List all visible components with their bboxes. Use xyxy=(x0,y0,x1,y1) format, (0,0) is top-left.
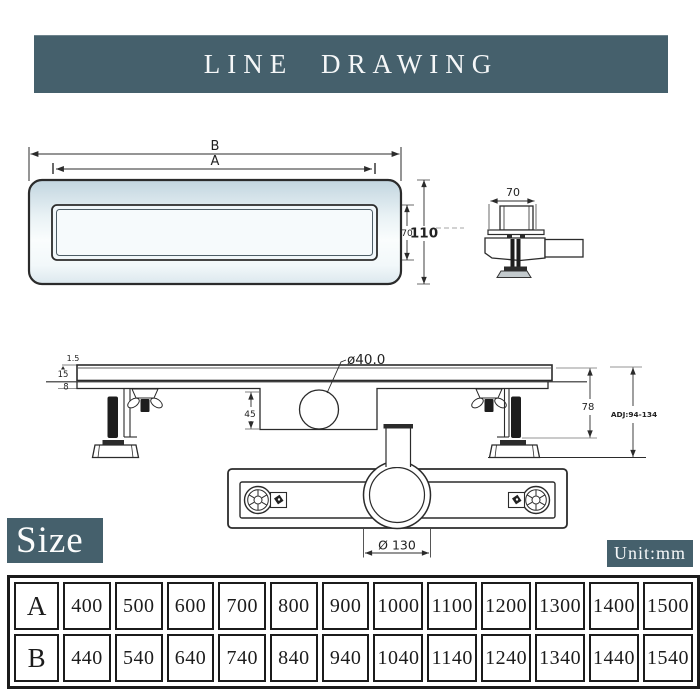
side-view-drawing: 70 xyxy=(484,186,584,278)
dim-label-8: 8 xyxy=(63,383,68,393)
dim-label-110: 110 xyxy=(410,226,438,242)
dim-label-70: 70 xyxy=(401,229,413,239)
siphon-inner xyxy=(368,466,426,524)
cell-a-4: 700 xyxy=(218,582,267,630)
cell-b-7: 1040 xyxy=(373,634,424,682)
cell-b-1: 440 xyxy=(63,634,111,682)
grate-panel xyxy=(56,209,373,256)
drain-hole xyxy=(298,389,340,430)
unit-label: Unit:mm xyxy=(613,543,686,563)
technical-drawing: B A 70 110 70 xyxy=(27,139,657,558)
page-title: LINE DRAWING xyxy=(203,48,499,79)
side-grate-block xyxy=(499,205,534,231)
side-channel-body xyxy=(484,237,546,262)
left-foot-assembly xyxy=(91,388,163,459)
cell-a-6: 900 xyxy=(321,582,370,630)
table-row-b: B 440 540 640 740 840 940 1040 1140 1240… xyxy=(14,634,693,682)
side-foot-base xyxy=(496,270,532,278)
dim-label-adj: ADJ:94-134 xyxy=(611,410,657,419)
cell-b-11: 1440 xyxy=(589,634,640,682)
dim-label-a: A xyxy=(211,154,220,169)
cell-a-10: 1300 xyxy=(535,582,586,630)
cell-a-2: 500 xyxy=(114,582,163,630)
dim-label-45: 45 xyxy=(244,410,255,420)
cell-a-11: 1400 xyxy=(589,582,640,630)
dim-label-b: B xyxy=(211,139,220,154)
header-banner: LINE DRAWING xyxy=(34,35,668,93)
right-wheel-foot xyxy=(507,485,551,515)
dim-label-78: 78 xyxy=(582,402,595,413)
cell-b-6: 940 xyxy=(321,634,370,682)
outlet-pipe xyxy=(383,424,413,467)
cell-a-1: 400 xyxy=(63,582,111,630)
cell-b-10: 1340 xyxy=(535,634,586,682)
dim-label-70-side: 70 xyxy=(506,186,520,199)
top-view-drawing: B A 70 110 xyxy=(27,139,464,286)
cell-a-3: 600 xyxy=(166,582,215,630)
row-b-header: B xyxy=(14,634,60,682)
table-row-a: A 400 500 600 700 800 900 1000 1100 1200… xyxy=(14,582,693,630)
left-wheel-foot xyxy=(243,485,288,515)
size-table: A 400 500 600 700 800 900 1000 1100 1200… xyxy=(7,575,700,689)
dim-label-trap-diameter: Ø 130 xyxy=(378,538,416,553)
side-flange-plate xyxy=(487,229,545,236)
side-foot-band xyxy=(504,266,527,271)
cell-b-4: 740 xyxy=(218,634,267,682)
unit-label-box: Unit:mm xyxy=(607,540,693,567)
row-a-header: A xyxy=(14,582,60,630)
section-top-bar xyxy=(76,364,553,382)
dim-label-1-5: 1.5 xyxy=(67,354,80,363)
bottom-view-drawing: Ø 130 xyxy=(227,424,568,558)
cell-b-8: 1140 xyxy=(427,634,478,682)
right-foot-assembly xyxy=(471,388,541,459)
cell-b-9: 1240 xyxy=(481,634,532,682)
cell-b-3: 640 xyxy=(166,634,215,682)
cell-a-8: 1100 xyxy=(427,582,478,630)
dim-label-15: 15 xyxy=(58,370,69,380)
dim-label-drain-diameter: ø40.0 xyxy=(347,352,385,368)
cell-b-12: 1540 xyxy=(643,634,693,682)
cell-a-9: 1200 xyxy=(481,582,532,630)
side-outlet-pipe xyxy=(544,238,584,258)
cell-b-5: 840 xyxy=(270,634,318,682)
cell-a-7: 1000 xyxy=(373,582,424,630)
size-heading: Size xyxy=(16,520,84,561)
cell-b-2: 540 xyxy=(114,634,163,682)
cross-section-drawing: 1.5 15 8 45 ø40.0 78 ADJ:94-134 xyxy=(46,352,657,459)
size-heading-box: Size xyxy=(7,518,103,563)
cell-a-12: 1500 xyxy=(643,582,693,630)
cell-a-5: 800 xyxy=(270,582,318,630)
